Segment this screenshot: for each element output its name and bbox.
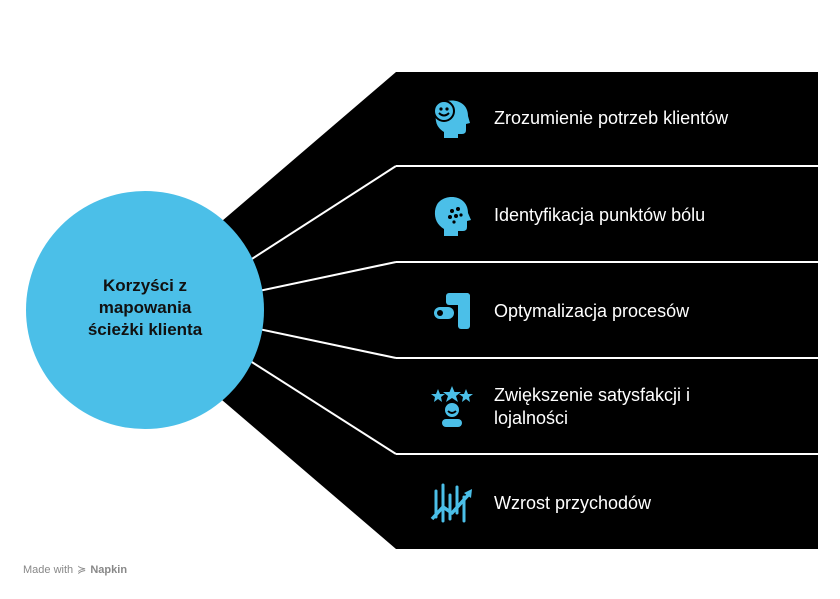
benefit-item: Optymalizacja procesów <box>430 263 820 359</box>
benefit-label: Identyfikacja punktów bólu <box>494 204 706 225</box>
growth-chart-icon <box>430 481 474 525</box>
divider-line <box>253 261 397 293</box>
happy-head-icon <box>430 96 474 140</box>
head-dots-icon <box>430 193 474 237</box>
center-circle <box>26 191 264 429</box>
fan-panel <box>222 72 818 549</box>
benefit-label: Wzrost przychodów <box>494 492 652 513</box>
divider-line <box>243 356 397 455</box>
napkin-logo-icon: ≽ <box>77 564 87 576</box>
benefit-item: Zwiększenie satysfakcji i lojalności <box>430 359 820 455</box>
benefit-item: Wzrost przychodów <box>430 455 820 551</box>
benefit-item: Zrozumienie potrzeb klientów <box>430 70 820 166</box>
divider-line <box>243 165 397 265</box>
stars-user-icon <box>430 385 474 429</box>
center-title: Korzyści z mapowania ścieżki klienta <box>87 276 203 339</box>
process-icon <box>430 289 474 333</box>
benefit-label: Zwiększenie satysfakcji i lojalności <box>494 385 691 428</box>
divider-line <box>253 327 397 359</box>
benefit-label: Zrozumienie potrzeb klientów <box>494 107 729 128</box>
benefit-item: Identyfikacja punktów bólu <box>430 167 820 263</box>
footer-made-with: Made with <box>23 563 74 576</box>
benefit-label: Optymalizacja procesów <box>494 300 690 321</box>
divider-lines <box>243 165 818 455</box>
footer-credit: Made with ≽ Napkin <box>23 563 128 577</box>
footer-brand: Napkin <box>90 563 128 576</box>
